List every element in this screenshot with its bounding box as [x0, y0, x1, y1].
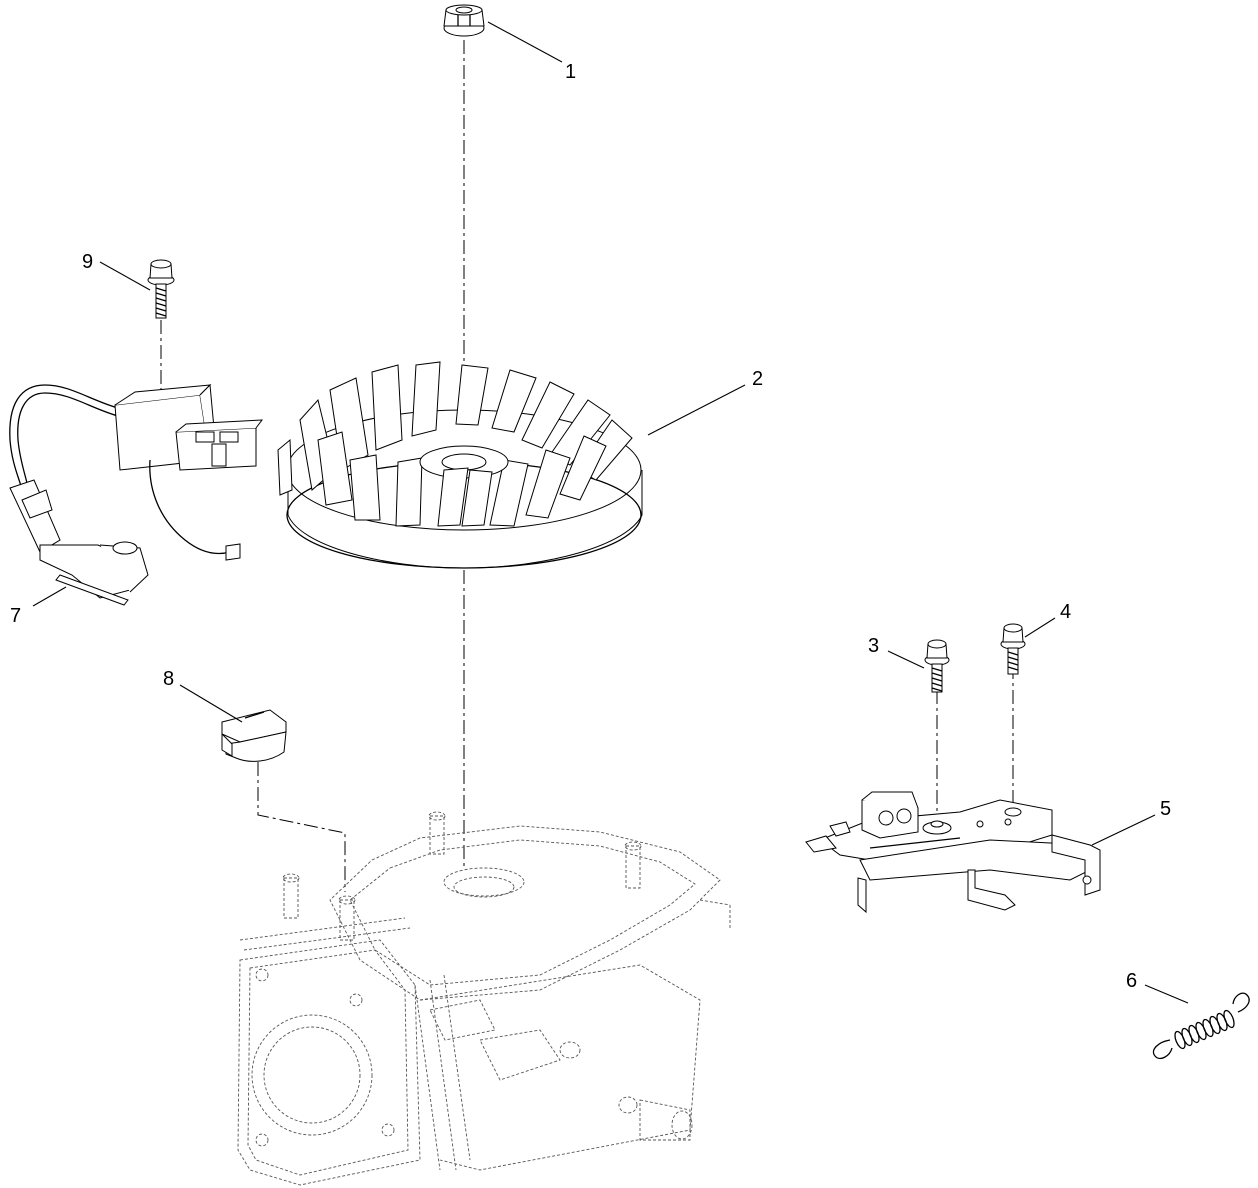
- control-bracket-icon: [805, 791, 1101, 914]
- callout-7: 7: [10, 605, 21, 627]
- callout-6: 6: [1126, 970, 1137, 992]
- callout-3: 3: [868, 635, 879, 657]
- extension-spring-icon: [1152, 992, 1250, 1060]
- callout-2: 2: [752, 368, 763, 390]
- callout-5: 5: [1160, 798, 1171, 820]
- bolt-icon: [924, 639, 950, 693]
- callout-1: 1: [565, 61, 576, 83]
- leader-lines: [32, 21, 1189, 1004]
- cover-plug-icon: [221, 709, 287, 762]
- flywheel-icon: [277, 361, 643, 569]
- callout-4: 4: [1060, 601, 1071, 623]
- flange-nut-icon: [443, 4, 485, 37]
- callout-8: 8: [163, 668, 174, 690]
- ignition-coil-icon: [9, 383, 264, 606]
- bolt-icon: [1000, 623, 1026, 675]
- engine-block-icon: [237, 811, 731, 1186]
- callout-labels: 1 2 3 4 5 6 7 8 9: [10, 61, 1171, 992]
- callout-9: 9: [82, 251, 93, 273]
- bolt-icon: [147, 259, 175, 319]
